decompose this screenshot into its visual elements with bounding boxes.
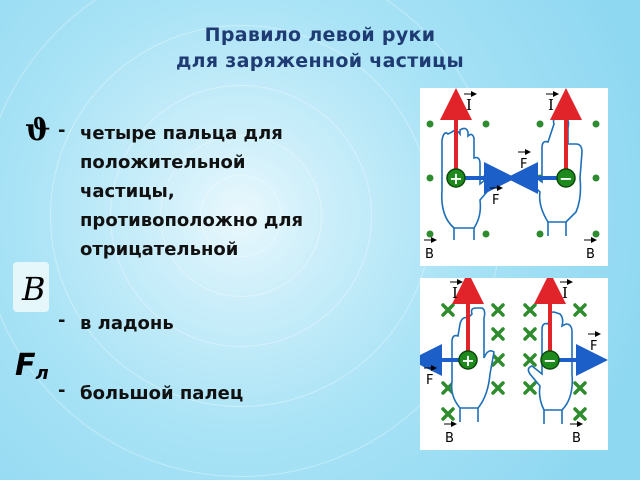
negative-charge: [556, 168, 576, 188]
current-label-right: I: [562, 284, 568, 302]
charge-label-left: +: [461, 351, 474, 370]
field-label-left: B: [445, 431, 454, 446]
right-hand-back: [529, 117, 583, 223]
positive-charge: [458, 350, 478, 370]
force-symbol-subscript: л: [35, 363, 49, 384]
charge-label-right: −: [559, 169, 572, 188]
force-label-bottom: F: [492, 193, 499, 208]
title-line-2: для заряженной частицы: [175, 50, 465, 72]
bullet-line: четыре пальца для: [80, 123, 283, 144]
slide-title: Правило левой руки для заряженной частиц…: [120, 22, 520, 74]
field-symbol-box: [13, 262, 49, 312]
force-label-top: F: [520, 157, 527, 172]
velocity-symbol: ϑ: [25, 113, 51, 148]
current-label-left: I: [466, 96, 472, 114]
bullet-line: противоположно для: [80, 210, 304, 231]
bullet-marker: -: [58, 120, 66, 141]
positive-charge: [446, 168, 466, 188]
field-label-left: B: [425, 247, 434, 262]
bullet-item-thumb: большой палец: [80, 379, 243, 408]
bullet-line: положительной: [80, 152, 246, 173]
bullet-line: большой палец: [80, 383, 244, 404]
field-label-right: B: [586, 247, 595, 262]
charge-label-right: −: [543, 351, 556, 370]
force-label-top: F: [590, 339, 597, 354]
diagram-field-out-of-page: + − I I F F B B: [420, 88, 608, 266]
diagram-field-into-page: + − I I F F B B: [420, 278, 608, 450]
field-symbol: B: [22, 270, 46, 308]
bullet-line: частицы,: [80, 181, 175, 202]
current-label-left: I: [452, 284, 458, 302]
bullet-item-palm: в ладонь: [80, 309, 174, 338]
bullet-item-fingers: четыре пальца для положительной частицы,…: [80, 119, 303, 264]
bullet-line: в ладонь: [80, 313, 174, 334]
title-line-1: Правило левой руки: [204, 24, 436, 46]
bullet-line: отрицательной: [80, 239, 239, 260]
charge-label-left: +: [449, 169, 462, 188]
field-label-right: B: [572, 431, 581, 446]
force-label-bottom: F: [426, 373, 433, 388]
force-symbol: Fл: [15, 348, 49, 384]
bullet-marker: -: [58, 380, 66, 401]
negative-charge: [540, 350, 560, 370]
current-label-right: I: [548, 96, 554, 114]
bullet-marker: -: [58, 310, 66, 331]
force-symbol-letter: F: [15, 348, 36, 383]
